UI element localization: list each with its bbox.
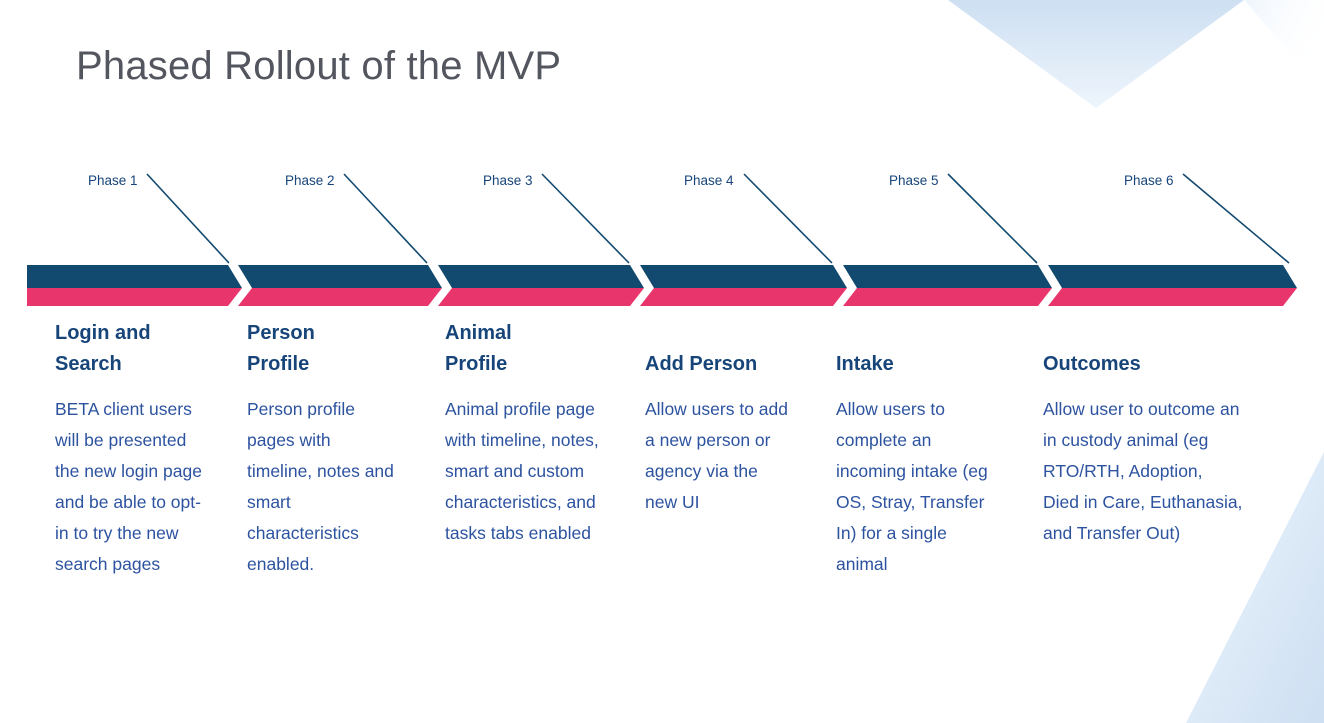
phase3-description: Animal profile page with timeline, notes…: [445, 399, 599, 543]
timeline-navy-segment-6: [1048, 265, 1297, 288]
timeline-pink-segment-1: [27, 288, 242, 306]
phase1-description: BETA client users will be presented the …: [55, 399, 202, 574]
phase3-connector-line: [541, 173, 630, 264]
page-title: Phased Rollout of the MVP: [76, 44, 562, 88]
timeline-pink-segment-3: [438, 288, 644, 306]
phase4-heading: Add Person: [645, 353, 758, 375]
phase5-label: Phase 5: [889, 173, 939, 188]
phase5-description: Allow users to complete an incoming inta…: [836, 399, 988, 574]
decoration-bottom-right-triangle: [1186, 452, 1324, 723]
phase6-heading: Outcomes: [1043, 353, 1141, 375]
timeline-navy-segment-5: [843, 265, 1052, 288]
phase2-connector-line: [343, 173, 428, 264]
decoration-top-right-chevron: [948, 0, 1244, 108]
timeline-navy-segment-1: [27, 265, 242, 288]
phase2-heading: Person Profile: [247, 322, 315, 375]
phase6-label: Phase 6: [1124, 173, 1174, 188]
phase4-column: Add Person Allow users to add a new pers…: [645, 312, 790, 518]
phase4-connector-line: [743, 173, 833, 264]
phase2-column: Person Profile Person profile pages with…: [247, 312, 399, 580]
timeline-pink-segment-5: [843, 288, 1052, 306]
timeline-navy-segment-4: [640, 265, 847, 288]
phase3-label: Phase 3: [483, 173, 533, 188]
phase2-description: Person profile pages with timeline, note…: [247, 399, 394, 574]
phase6-connector-line: [1182, 173, 1290, 264]
phase2-label: Phase 2: [285, 173, 335, 188]
timeline-navy-segment-2: [238, 265, 442, 288]
timeline-pink-segment-6: [1048, 288, 1297, 306]
phase3-column: Animal Profile Animal profile page with …: [445, 312, 603, 549]
phase5-column: Intake Allow users to complete an incomi…: [836, 312, 998, 580]
phase3-heading: Animal Profile: [445, 322, 512, 375]
phase1-column: Login and Search BETA client users will …: [55, 312, 205, 580]
phase1-label: Phase 1: [88, 173, 138, 188]
phase6-column: Outcomes Allow user to outcome an in cus…: [1043, 312, 1243, 549]
timeline-pink-segment-2: [238, 288, 442, 306]
phase1-heading: Login and Search: [55, 322, 151, 375]
phase1-connector-line: [146, 173, 230, 264]
phase6-description: Allow user to outcome an in custody anim…: [1043, 399, 1243, 543]
timeline-pink-segment-4: [640, 288, 847, 306]
phase5-heading: Intake: [836, 353, 894, 375]
phase4-description: Allow users to add a new person or agenc…: [645, 399, 788, 512]
timeline-navy-segment-3: [438, 265, 644, 288]
phase5-connector-line: [947, 173, 1038, 264]
decoration-top-right-corner: [1244, 0, 1324, 92]
phase4-label: Phase 4: [684, 173, 734, 188]
